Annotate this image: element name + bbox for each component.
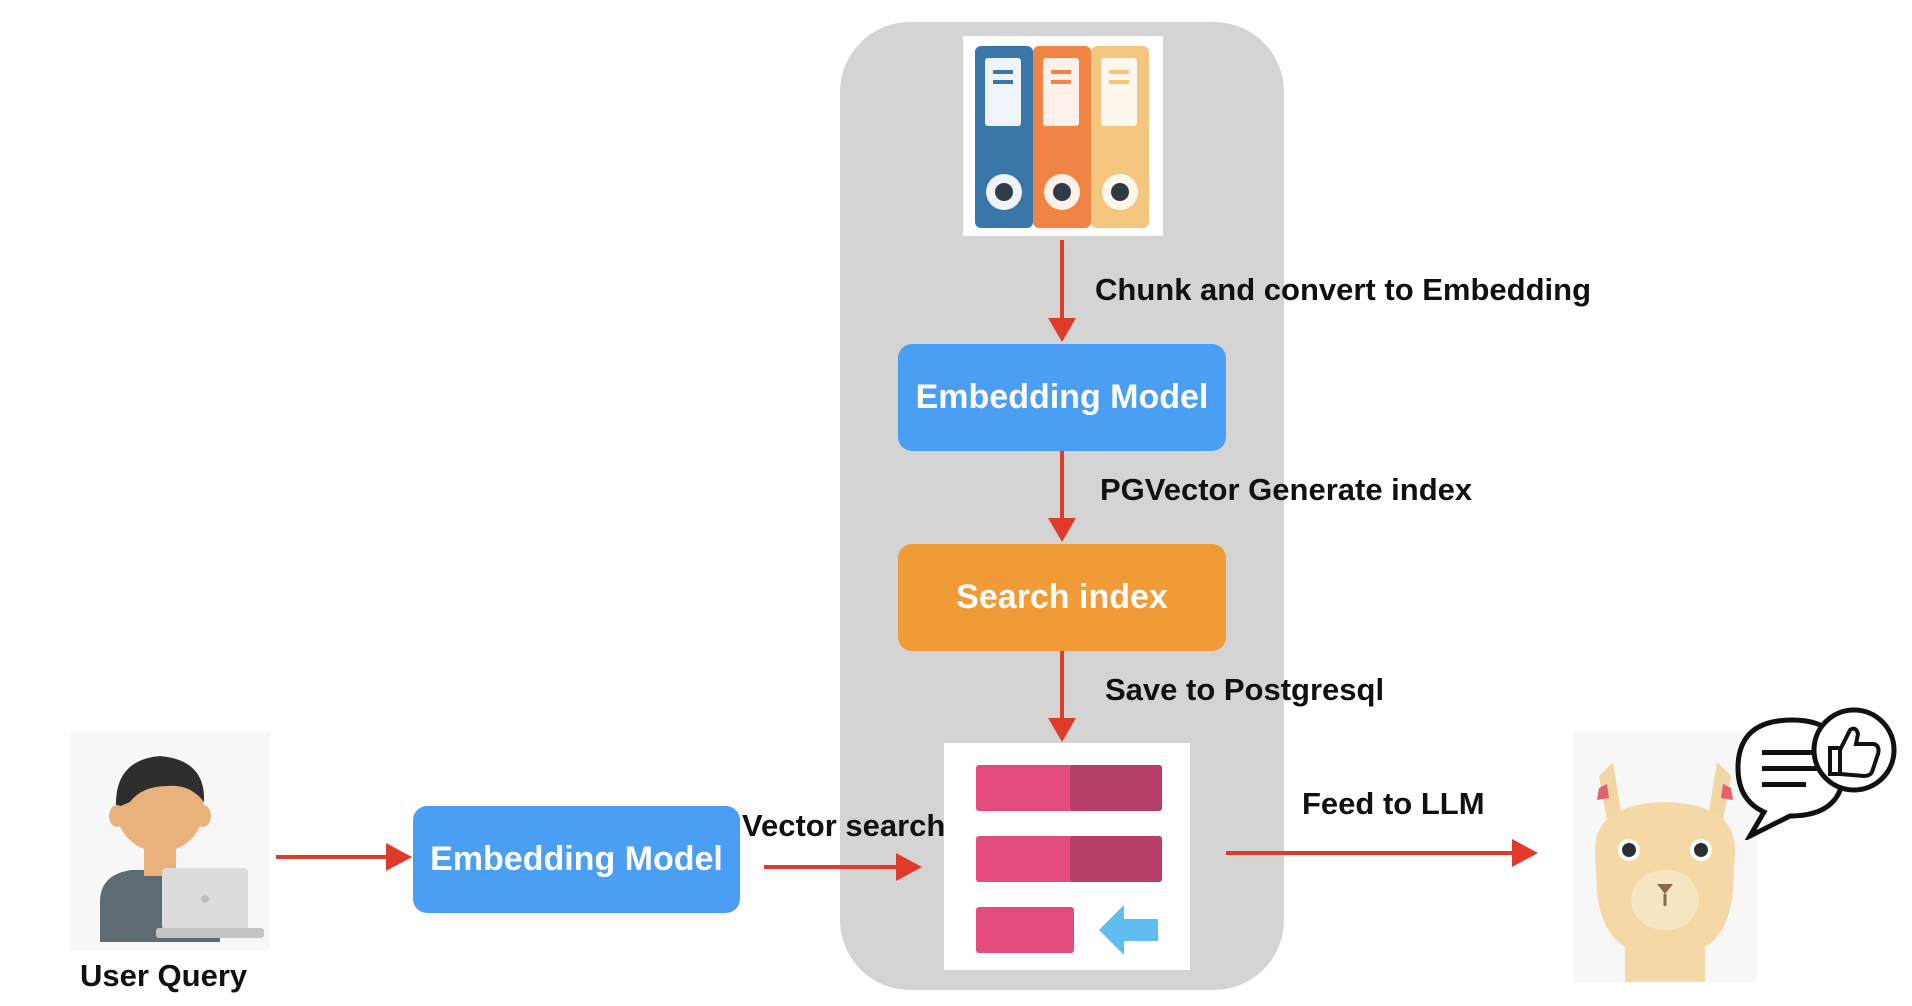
llama-icon [1573,732,1757,982]
binders-icon [963,36,1163,236]
label-chunk: Chunk and convert to Embedding [1095,272,1592,307]
label-vector-search: Vector search [742,808,946,843]
embedding-model-top: Embedding Model [898,344,1226,451]
search-index-box: Search index [898,544,1226,651]
label-user-query: User Query [80,958,248,993]
user-laptop-icon [70,732,270,950]
label-feed: Feed to LLM [1302,786,1485,821]
label-pgvector: PGVector Generate index [1100,472,1473,507]
database-table-icon [944,743,1190,970]
thumbs-up-chat-icon [1732,704,1898,842]
embedding-model-left: Embedding Model [413,806,740,913]
label-save: Save to Postgresql [1105,672,1385,707]
